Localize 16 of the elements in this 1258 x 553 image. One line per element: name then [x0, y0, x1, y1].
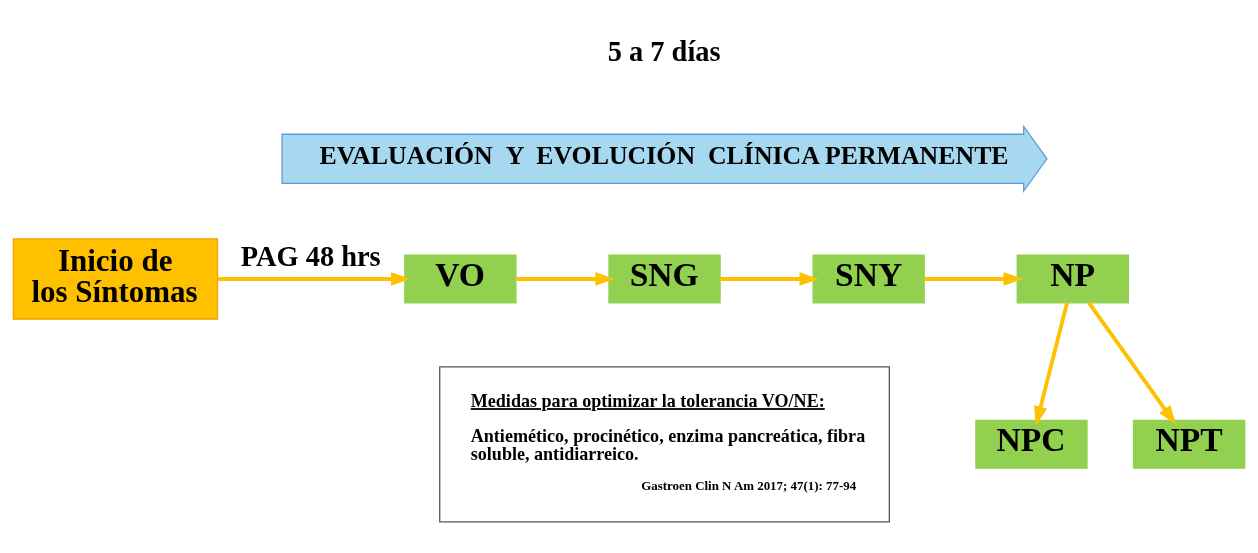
node-box: Inicio de los Síntomas	[12, 237, 219, 320]
arrow	[1087, 301, 1177, 425]
node-box: NPT	[1132, 419, 1246, 469]
edge-label: PAG 48 hrs	[240, 240, 381, 271]
label: 5 a 7 días	[607, 35, 721, 67]
arrow	[924, 271, 1024, 286]
arrow	[1034, 301, 1069, 426]
node-box: NPC	[975, 419, 1088, 469]
node-box: SNG	[608, 253, 721, 303]
arrow	[516, 271, 615, 286]
node-box: SNY	[812, 253, 925, 303]
node-box: NP	[1016, 253, 1129, 303]
arrow	[720, 271, 819, 286]
node-box: VO	[404, 253, 517, 303]
arrow	[217, 271, 411, 286]
node-box: Medidas para optimizar la tolerancia VO/NE: Antiemético, procinético, enzima pancreática, fibra soluble, antidiarreico. Gastroen Clin N Am 2017; 47(1): 77-94	[439, 365, 890, 522]
